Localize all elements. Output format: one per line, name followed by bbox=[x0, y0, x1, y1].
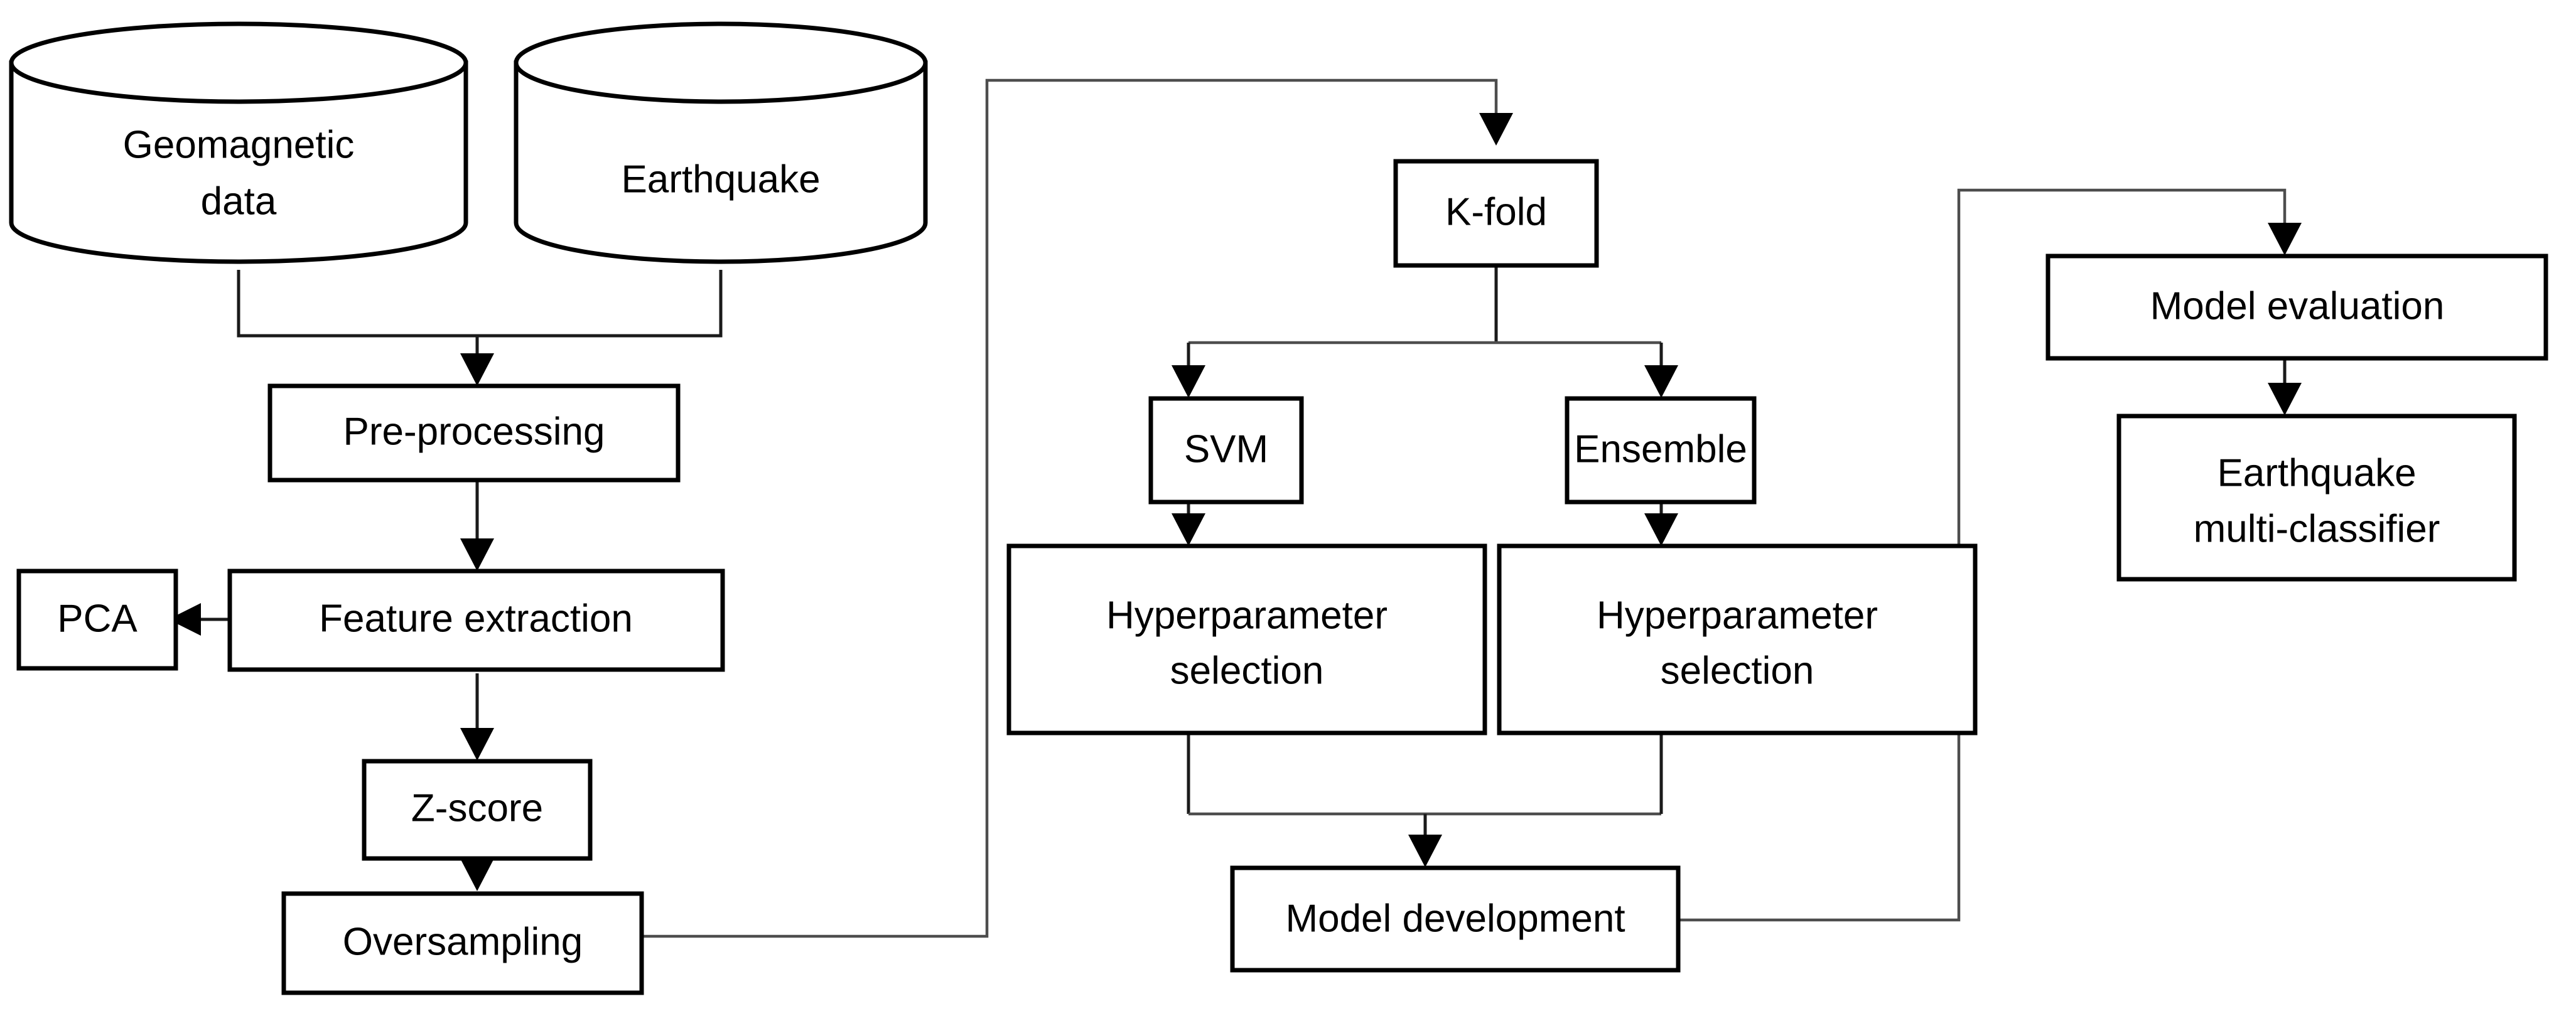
node-geomagnetic-data[interactable]: Geomagnetic data bbox=[9, 21, 468, 264]
node-preprocessing-label: Pre-processing bbox=[343, 410, 605, 453]
node-preprocessing[interactable]: Pre-processing bbox=[267, 383, 681, 483]
node-earthquake-data-label-line1: Earthquake bbox=[621, 158, 820, 201]
node-model-development-label: Model development bbox=[1285, 897, 1625, 940]
edge-bus-to-ensemble bbox=[1644, 343, 1678, 398]
node-zscore-label: Z-score bbox=[411, 786, 543, 830]
node-earthquake-multi-classifier[interactable]: Earthquake multi-classifier bbox=[2116, 414, 2517, 582]
node-oversampling-label: Oversampling bbox=[343, 920, 583, 963]
edge-bus-to-svm bbox=[1172, 343, 1205, 398]
edge-kfold-to-split-bus bbox=[1188, 266, 1661, 345]
edge-bus-to-model-development bbox=[1408, 814, 1442, 867]
edge-oversampling-to-kfold bbox=[398, 78, 1513, 938]
node-hyperparameter-ensemble[interactable]: Hyperparameter selection bbox=[1497, 543, 1978, 735]
edge-svm-to-hyperparameter-svm bbox=[1172, 502, 1205, 546]
node-hyperparameter-svm-label-line1: Hyperparameter bbox=[1106, 594, 1388, 637]
node-kfold-label: K-fold bbox=[1445, 190, 1547, 233]
node-model-evaluation-label: Model evaluation bbox=[2150, 284, 2445, 328]
node-hyperparameter-svm[interactable]: Hyperparameter selection bbox=[1006, 543, 1487, 735]
node-feature-extraction[interactable]: Feature extraction bbox=[227, 569, 725, 672]
edge-preprocessing-to-feature-extraction bbox=[460, 479, 494, 571]
edge-bus-to-preprocessing bbox=[460, 336, 494, 386]
node-geomagnetic-data-label-line1: Geomagnetic bbox=[123, 123, 355, 166]
node-kfold[interactable]: K-fold bbox=[1393, 159, 1599, 268]
node-model-evaluation[interactable]: Model evaluation bbox=[2045, 254, 2548, 361]
node-model-development[interactable]: Model development bbox=[1230, 865, 1681, 973]
node-earthquake-data[interactable]: Earthquake bbox=[514, 21, 928, 264]
edge-model-evaluation-to-earthquake-multi-classifier bbox=[2268, 358, 2302, 415]
edge-model-development-to-model-evaluation bbox=[1677, 188, 2302, 922]
edge-geomagnetic-to-preprocessing bbox=[237, 270, 477, 338]
node-feature-extraction-label: Feature extraction bbox=[319, 597, 633, 640]
node-pca-label: PCA bbox=[57, 597, 137, 640]
node-ensemble-label: Ensemble bbox=[1574, 427, 1747, 471]
node-svm[interactable]: SVM bbox=[1148, 396, 1304, 505]
node-svm-label: SVM bbox=[1184, 427, 1268, 471]
node-hyperparameter-ensemble-label-line2: selection bbox=[1661, 649, 1814, 692]
node-zscore[interactable]: Z-score bbox=[362, 759, 593, 861]
node-hyperparameter-svm-label-line2: selection bbox=[1170, 649, 1324, 692]
edge-hyperparameter-svm-to-model-development bbox=[1187, 732, 1661, 816]
node-earthquake-multi-classifier-label-line2: multi-classifier bbox=[2194, 507, 2440, 550]
edge-ensemble-to-hyperparameter-ensemble bbox=[1644, 502, 1678, 546]
node-pca[interactable]: PCA bbox=[16, 569, 178, 671]
node-geomagnetic-data-label-line2: data bbox=[201, 179, 277, 223]
edge-feature-extraction-to-zscore bbox=[460, 673, 494, 761]
node-oversampling[interactable]: Oversampling bbox=[281, 891, 644, 995]
edge-earthquake-to-preprocessing bbox=[477, 270, 723, 338]
node-ensemble[interactable]: Ensemble bbox=[1565, 396, 1757, 505]
node-hyperparameter-ensemble-label-line1: Hyperparameter bbox=[1597, 594, 1878, 637]
edge-feature-extraction-to-pca bbox=[168, 603, 231, 636]
node-earthquake-multi-classifier-label-line1: Earthquake bbox=[2217, 451, 2416, 494]
